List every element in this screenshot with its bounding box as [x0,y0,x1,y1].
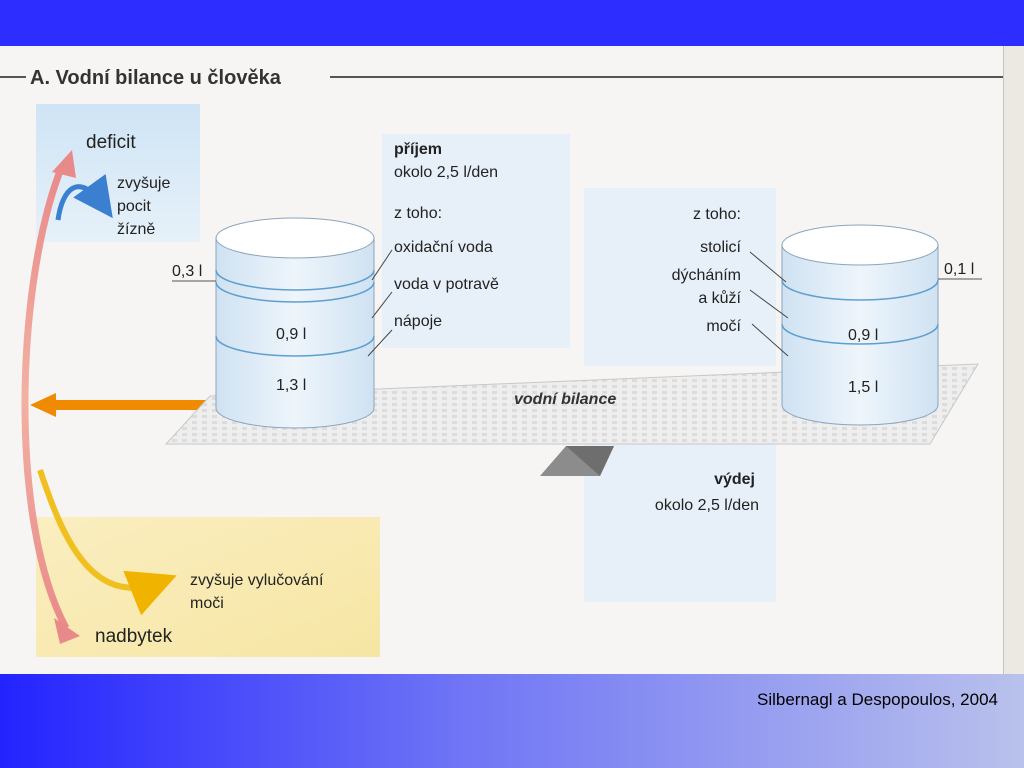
intake-panel [382,134,570,348]
excess-arrowhead-icon [54,618,80,644]
intake-source-drinks: nápoje [394,313,442,330]
urination-arrow [37,469,177,616]
top-band [0,0,1024,46]
balance-fulcrum-shade [566,446,614,476]
output-leader-stool [749,251,787,283]
deficit-excess-axis-arrow [21,164,70,630]
output-of-which: z toho: [693,206,741,223]
output-volume-breathing-skin: 0,9 l [848,327,878,344]
output-route-stool: stolicí [700,239,741,256]
intake-leader-food [371,291,393,319]
deficit-effect-line-1: zvyšuje [117,175,170,192]
intake-cylinder [215,217,375,429]
output-panel-top [584,188,776,366]
excess-effect-line-2: moči [190,595,224,612]
source-credit: Silbernagl a Despopoulos, 2004 [756,690,998,709]
output-leader-urine [751,323,789,357]
intake-heading: příjem [394,141,442,158]
excess-label: nadbytek [95,626,173,647]
output-leader-breathing [749,289,789,319]
output-heading: výdej [714,471,755,488]
intake-source-food: voda v potravě [394,276,499,293]
deficit-effect-line-2: pocit [117,198,151,215]
diagram-title: A. Vodní bilance u člověka [30,67,282,89]
bottom-band [0,674,1024,768]
deficit-arrowhead-icon [52,150,76,178]
balance-feedback-arrow [30,393,210,417]
intake-leader-drinks [367,329,393,357]
output-route-breathing: dýcháním [672,267,741,284]
balance-board [164,363,979,445]
intake-volume-food: 0,9 l [276,326,306,343]
excess-effect-line-1: zvyšuje vylučování [190,572,324,589]
output-amount: okolo 2,5 l/den [655,497,759,514]
output-route-skin: a kůží [698,289,741,307]
intake-of-which: z toho: [394,205,442,222]
intake-volume-oxidation: 0,3 l [172,263,202,280]
intake-volume-drinks: 1,3 l [276,377,306,394]
intake-leader-oxidation [371,249,393,281]
deficit-label: deficit [86,132,136,153]
excess-panel [36,517,380,657]
output-volume-stool: 0,1 l [944,261,974,278]
deficit-effect-line-3: žízně [117,221,155,238]
intake-amount: okolo 2,5 l/den [394,164,498,181]
page-edge [1003,46,1024,674]
output-volume-urine: 1,5 l [848,379,878,396]
output-cylinder [781,224,939,426]
balance-label: vodní bilance [514,391,616,408]
output-route-urine: močí [706,318,741,335]
output-panel-bottom [584,442,776,602]
intake-source-oxidation: oxidační voda [394,239,493,256]
thirst-arrow [55,174,113,221]
